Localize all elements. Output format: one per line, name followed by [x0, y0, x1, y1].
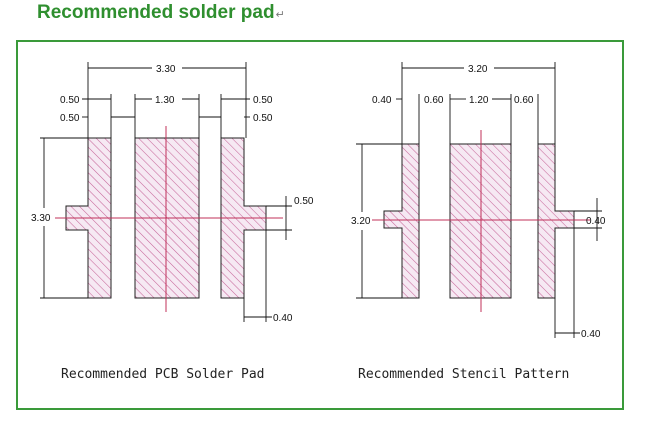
- pcb-tab-length-label: 0.40: [273, 313, 293, 324]
- pcb-outer-pad-width-label: 0.50: [60, 95, 80, 106]
- stencil-tab-height-label: 0.40: [586, 216, 606, 227]
- stencil-caption: Recommended Stencil Pattern: [358, 367, 569, 382]
- stencil-tab-length-label: 0.40: [581, 329, 601, 340]
- pcb-caption: Recommended PCB Solder Pad: [61, 367, 265, 382]
- stencil-outer-pad-width-label: 0.40: [372, 95, 392, 106]
- stencil-footprint: [372, 130, 590, 312]
- pcb-overall-width-label: 3.30: [156, 64, 176, 75]
- stencil-overall-width-label: 3.20: [468, 64, 488, 75]
- pcb-tab-height-label: 0.50: [294, 196, 314, 207]
- stencil-center-pad-width-label: 1.20: [469, 95, 489, 106]
- pcb-right-pad-width-label: 0.50: [253, 95, 273, 106]
- page-title: Recommended solder pad↵: [37, 2, 285, 24]
- stencil-right-pad: [537, 143, 575, 299]
- return-mark-icon: ↵: [275, 9, 285, 21]
- pcb-dimensions: 3.30 0.50 1.30 0.50 0.50 0.50 3.30 0.50: [31, 62, 314, 324]
- pcb-center-pad-width-label: 1.30: [155, 95, 175, 106]
- pcb-footprint: [55, 126, 283, 312]
- pcb-gap-label: 0.50: [60, 113, 80, 124]
- stencil-dimensions: 3.20 0.40 0.60 1.20 0.60 3.20 0.40 0.40: [351, 62, 606, 340]
- stencil-gap2-label: 0.60: [514, 95, 534, 106]
- pcb-height-label: 3.30: [31, 213, 51, 224]
- stencil-left-pad: [383, 143, 420, 299]
- title-text: Recommended solder pad: [37, 2, 275, 23]
- diagram-frame: [16, 40, 624, 410]
- stencil-gap-label: 0.60: [424, 95, 444, 106]
- pcb-right-gap-label: 0.50: [253, 113, 273, 124]
- stencil-height-label: 3.20: [351, 216, 371, 227]
